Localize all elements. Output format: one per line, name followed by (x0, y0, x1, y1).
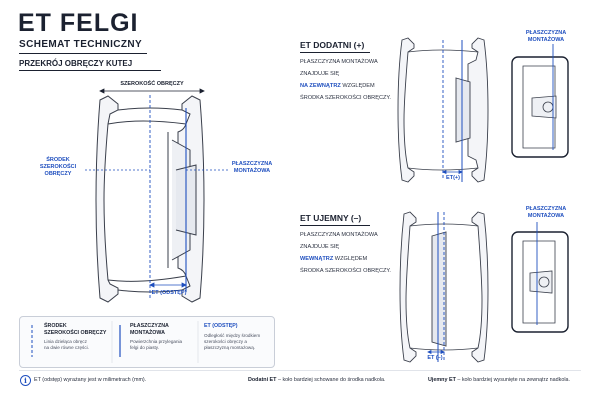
positive-desc: PŁASZCZYZNA MONTAŻOWA ZNAJDUJE SIĘ NA ZE… (300, 56, 400, 104)
desc-line: WEWNĄTRZ WZGLĘDEM (300, 253, 400, 265)
desc-emphasis: WEWNĄTRZ (300, 256, 334, 262)
desc-line: ZNAJDUJE SIĘ (300, 71, 340, 77)
footer-negative-text: – koło bardziej wysunięte na zewnątrz na… (455, 377, 571, 383)
footer-negative: Ujemny ET – koło bardziej wysunięte na z… (428, 377, 570, 383)
legend-item-et: ET (ODSTĘP) Odległość między środkiem sz… (204, 323, 272, 351)
legend-box: ŚRODEK SZEROKOŚCI OBRĘCZY Linia dzieląca… (19, 316, 275, 368)
negative-desc: PŁASZCZYZNA MONTAŻOWA ZNAJDUJE SIĘ WEWNĄ… (300, 229, 400, 277)
legend-head: ET (ODSTĘP) (204, 323, 238, 329)
desc-line: PŁASZCZYZNA MONTAŻOWA (300, 59, 378, 65)
legend-text: Powierzchnia przylegania felgi do piasty… (130, 339, 183, 350)
negative-divider (300, 225, 370, 226)
desc-rest: WZGLĘDEM (340, 83, 375, 89)
legend-head: PŁASZCZYZNA MONTAŻOWA (130, 323, 169, 336)
footer-divider (19, 370, 581, 371)
page-title: ET FELGI (18, 9, 139, 37)
footer-positive-text: – koło bardziej schowane do środka nadko… (276, 377, 386, 383)
info-icon: i (20, 375, 31, 386)
negative-et-label: ET (–) (427, 355, 443, 361)
desc-line: NA ZEWNĄTRZ WZGLĘDEM (300, 80, 400, 92)
positive-et-label: ET(+) (446, 175, 460, 181)
desc-line: PŁASZCZYZNA MONTAŻOWA (300, 232, 378, 238)
legend-item-mount: PŁASZCZYZNA MONTAŻOWA Powierzchnia przyl… (130, 323, 200, 351)
center-label: ŚRODEK SZEROKOŚCI OBRĘCZY (39, 157, 77, 177)
width-label: SZEROKOŚĆ OBRĘCZY (120, 81, 184, 87)
negative-thumb-label: PŁASZCZYZNA MONTAŻOWA (525, 206, 567, 219)
legend-text: Odległość między środkiem szerokości obr… (204, 332, 261, 350)
footer-positive-bold: Dodatni ET (248, 377, 277, 383)
legend-head: ŚRODEK SZEROKOŚCI OBRĘCZY (44, 323, 107, 336)
et-offset-label: ET (ODSTĘP) (151, 290, 187, 296)
footer-negative-bold: Ujemny ET (428, 377, 456, 383)
title-divider (19, 53, 147, 54)
desc-rest: WZGLĘDEM (333, 256, 368, 262)
desc-line: ŚRODKA SZEROKOŚCI OBRĘCZY. (300, 268, 391, 274)
legend-text: Linia dzieląca obręcz na dwie równe częś… (44, 339, 89, 350)
positive-heading: ET DODATNI (+) (300, 40, 365, 50)
page-subtitle: SCHEMAT TECHNICZNY (19, 39, 143, 50)
desc-emphasis: NA ZEWNĄTRZ (300, 83, 341, 89)
footer-info: ET (odstęp) wyrażany jest w milimetrach … (34, 377, 146, 383)
negative-heading: ET UJEMNY (–) (300, 213, 362, 223)
footer-info-text: ET (odstęp) wyrażany jest w milimetrach … (34, 377, 147, 383)
legend-item-center: ŚRODEK SZEROKOŚCI OBRĘCZY Linia dzieląca… (44, 323, 114, 351)
footer-positive: Dodatni ET – koło bardziej schowane do ś… (248, 377, 386, 383)
mount-label: PŁASZCZYZNA MONTAŻOWA (231, 161, 273, 174)
positive-thumb-label: PŁASZCZYZNA MONTAŻOWA (525, 30, 567, 43)
section-label: PRZEKRÓJ OBRĘCZY KUTEJ (19, 59, 133, 68)
rim-profile (95, 95, 119, 303)
desc-line: ZNAJDUJE SIĘ (300, 244, 340, 250)
section-divider (19, 70, 161, 71)
desc-line: ŚRODKA SZEROKOŚCI OBRĘCZY. (300, 95, 391, 101)
positive-divider (300, 52, 370, 53)
